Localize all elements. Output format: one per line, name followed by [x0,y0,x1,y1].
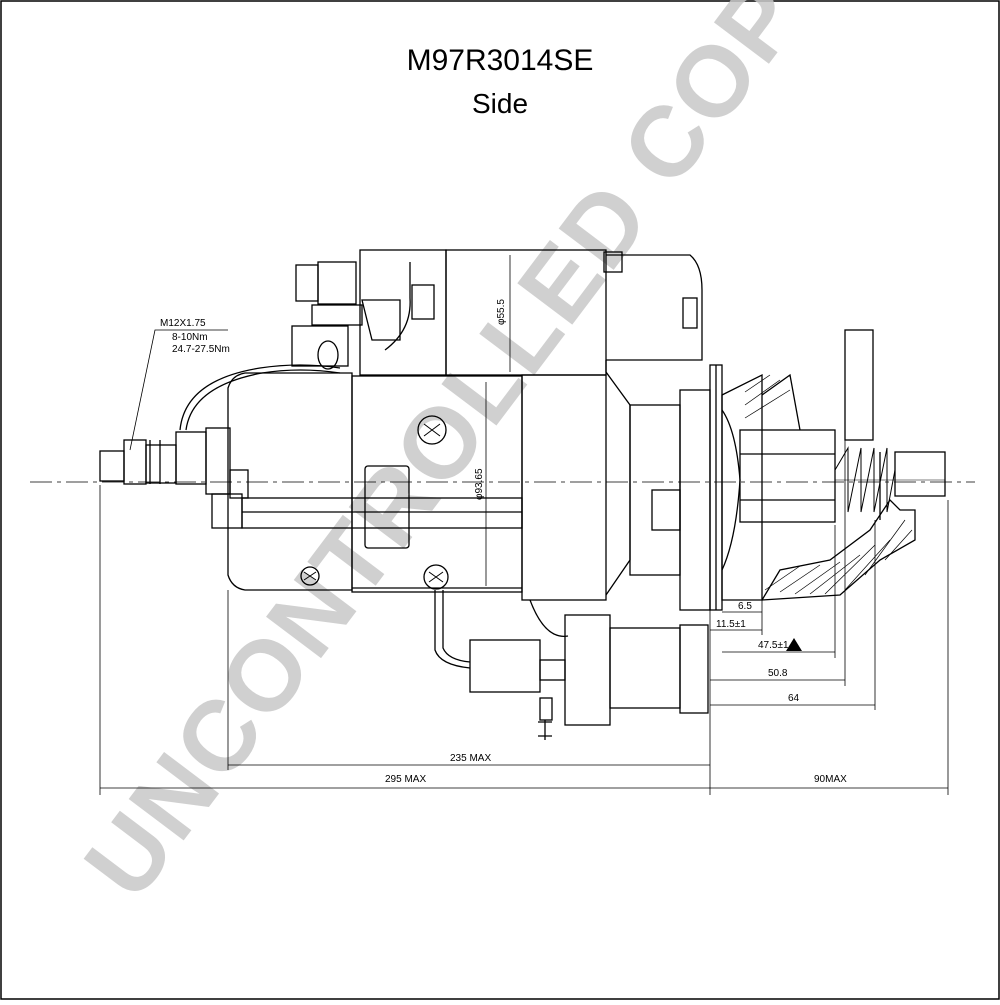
terminal-stud [99,450,125,482]
screw-rear [300,566,320,586]
torque-label-1: 8-10Nm [172,332,208,343]
starter-motor-outline [30,249,975,740]
screw-top [417,415,447,445]
thread-leader [129,329,228,451]
solenoid-body [445,249,607,376]
wire-lower [434,590,471,669]
dim-11-5: 11.5±1 [716,619,746,630]
solenoid-terminal-s [411,284,435,320]
dim-295: 295 MAX [385,774,426,785]
wire-clip [317,340,339,370]
connector-plug [469,639,541,693]
dim-6-5: 6.5 [738,601,752,612]
pinion [739,429,836,523]
datum-triangle [786,638,802,651]
solenoid-cap [359,249,447,376]
dimension-lines [99,255,949,795]
relay-bracket [564,614,611,726]
wire-top [179,364,341,431]
dim-90: 90MAX [814,774,847,785]
terminal-nut [123,439,147,485]
shaft-nut [894,451,946,497]
terminal-block [205,427,231,495]
ring-gear [844,329,874,441]
watermark-text: UNCONTROLLED COPY [63,0,865,918]
dia-solenoid-label: φ55.5 [496,299,507,325]
dim-64: 64 [788,693,800,704]
torque-label-2: 24.7-27.5Nm [172,344,230,355]
dim-235: 235 MAX [450,753,491,764]
thread-label: M12X1.75 [160,318,206,329]
drawing-subtitle: Side [471,88,529,119]
nose-housing [761,373,916,601]
relay-body [609,627,681,709]
dim-47-5: 47.5±1 [758,640,789,651]
screw-bottom [423,564,449,590]
name-plate [364,465,410,549]
dim-50-8: 50.8 [768,668,788,679]
solenoid-terminal-b [295,264,319,302]
drawing-title: M97R3014SE [406,44,594,77]
dia-body-label: φ93.65 [474,468,485,500]
